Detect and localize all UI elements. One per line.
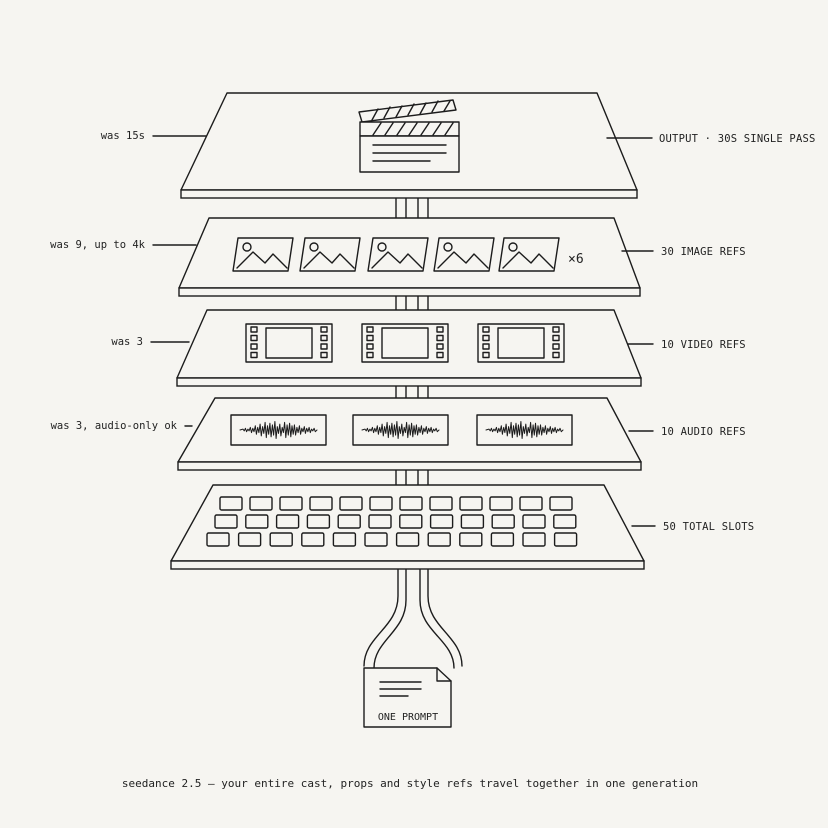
waveform-icon-row xyxy=(230,414,573,446)
slot-cell xyxy=(459,496,483,511)
slot-cell xyxy=(553,532,578,547)
waveform-icon xyxy=(476,414,573,446)
slot-cell xyxy=(369,496,393,511)
image-icon xyxy=(299,237,361,272)
document-icon xyxy=(379,681,422,697)
layer-output: was 15s OUTPUT · 30S SINGLE PASS xyxy=(101,92,816,199)
slot-cell xyxy=(275,514,300,529)
layer-image-label: 30 IMAGE REFS xyxy=(661,246,746,258)
slot-cell xyxy=(427,532,451,547)
slot-cell xyxy=(549,496,573,511)
slot-cell xyxy=(337,514,361,529)
slot-cell xyxy=(399,496,423,511)
clapperboard-icon xyxy=(358,99,460,173)
slot-cell xyxy=(364,532,388,547)
slot-cell xyxy=(522,532,546,547)
slot-cell xyxy=(332,532,357,547)
image-multiplier: ×6 xyxy=(568,252,584,267)
slot-cell xyxy=(245,514,269,529)
slot-cell xyxy=(219,496,243,511)
layer-slots-label: 50 TOTAL SLOTS xyxy=(663,521,754,533)
slot-cell xyxy=(490,532,515,547)
film-frame-icon xyxy=(477,323,565,363)
slot-cell xyxy=(206,532,230,547)
slot-cell xyxy=(553,514,577,529)
film-frame-icon xyxy=(361,323,449,363)
slot-cell xyxy=(269,532,293,547)
diagram-caption: seedance 2.5 — your entire cast, props a… xyxy=(122,777,698,790)
layer-audio-label: 10 AUDIO REFS xyxy=(661,426,746,438)
layer-total-slots: 50 TOTAL SLOTS xyxy=(170,484,754,570)
layer-output-label: OUTPUT · 30S SINGLE PASS xyxy=(659,133,816,145)
layer-video-label: 10 VIDEO REFS xyxy=(661,339,746,351)
slot-cell xyxy=(339,496,363,511)
slot-cell xyxy=(301,532,325,547)
slot-cell xyxy=(249,496,273,511)
layer-image-refs: ×6 was 9, up to 4k 30 IMAGE REFS xyxy=(50,217,746,297)
waveform-icon xyxy=(352,414,449,446)
one-prompt-label: ONE PROMPT xyxy=(378,712,438,723)
prompt-cables xyxy=(363,567,463,669)
slot-cell xyxy=(459,532,483,547)
connector-rails xyxy=(395,197,429,486)
one-prompt-document: ONE PROMPT xyxy=(363,667,452,728)
slot-cell xyxy=(309,496,333,511)
slot-cell xyxy=(491,514,515,529)
image-icon-row xyxy=(232,237,560,272)
slot-cell xyxy=(429,496,453,511)
image-icon xyxy=(367,237,429,272)
layer-audio-note: was 3, audio-only ok xyxy=(51,420,178,432)
slot-cell xyxy=(279,496,303,511)
image-icon xyxy=(232,237,294,272)
slot-cell xyxy=(306,514,331,529)
layer-audio-refs: was 3, audio-only ok 10 AUDIO REFS xyxy=(51,397,746,471)
slot-cell xyxy=(429,514,454,529)
slot-cell xyxy=(214,514,238,529)
slot-cell xyxy=(522,514,546,529)
slot-cell xyxy=(368,514,392,529)
slot-cell xyxy=(399,514,423,529)
image-icon xyxy=(433,237,495,272)
image-icon xyxy=(498,237,560,272)
slot-grid-icon xyxy=(206,496,578,547)
layer-output-note: was 15s xyxy=(101,130,145,142)
slot-cell xyxy=(237,532,262,547)
slot-cell xyxy=(395,532,420,547)
waveform-icon xyxy=(230,414,327,446)
slot-cell xyxy=(460,514,485,529)
film-frame-icon-row xyxy=(245,323,565,363)
film-frame-icon xyxy=(245,323,333,363)
slot-cell xyxy=(489,496,513,511)
layer-video-note: was 3 xyxy=(111,336,143,348)
layer-video-refs: was 3 10 VIDEO REFS xyxy=(111,309,746,387)
layer-image-note: was 9, up to 4k xyxy=(50,239,146,251)
slot-cell xyxy=(519,496,543,511)
